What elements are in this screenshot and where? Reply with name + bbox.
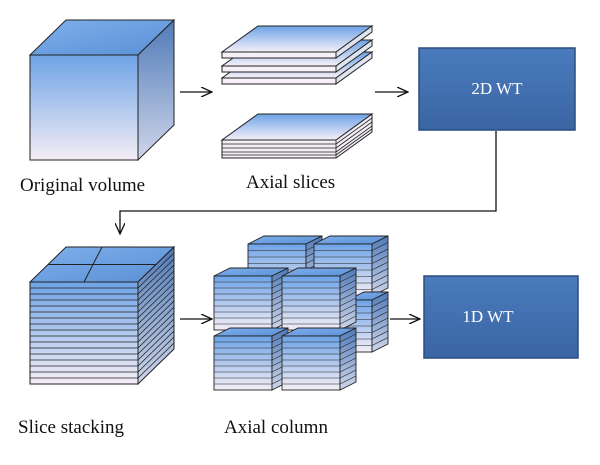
axial-slices-loose [220, 25, 374, 85]
slice-stacking-block [28, 245, 176, 386]
label-slice-stacking: Slice stacking [18, 417, 125, 438]
wt2d-box: 2D WT [418, 47, 576, 131]
wt2d-label: 2D WT [471, 79, 523, 98]
label-axial-column: Axial column [224, 417, 328, 438]
label-original-volume: Original volume [20, 175, 146, 196]
axial-slices-stack [220, 113, 374, 159]
stacking-slice-lines [30, 252, 175, 379]
label-axial-slices: Axial slices [246, 172, 336, 193]
wt1d-label: 1D WT [462, 307, 514, 326]
connector-2dwt-to-stacking [120, 131, 497, 234]
axial-column-cubes [213, 235, 389, 391]
column-cube [281, 267, 357, 331]
wt1d-box: 1D WT [423, 275, 579, 359]
column-cube [213, 267, 289, 331]
column-cube [213, 327, 289, 391]
column-cube [281, 327, 357, 391]
original-volume-cube [28, 18, 176, 162]
